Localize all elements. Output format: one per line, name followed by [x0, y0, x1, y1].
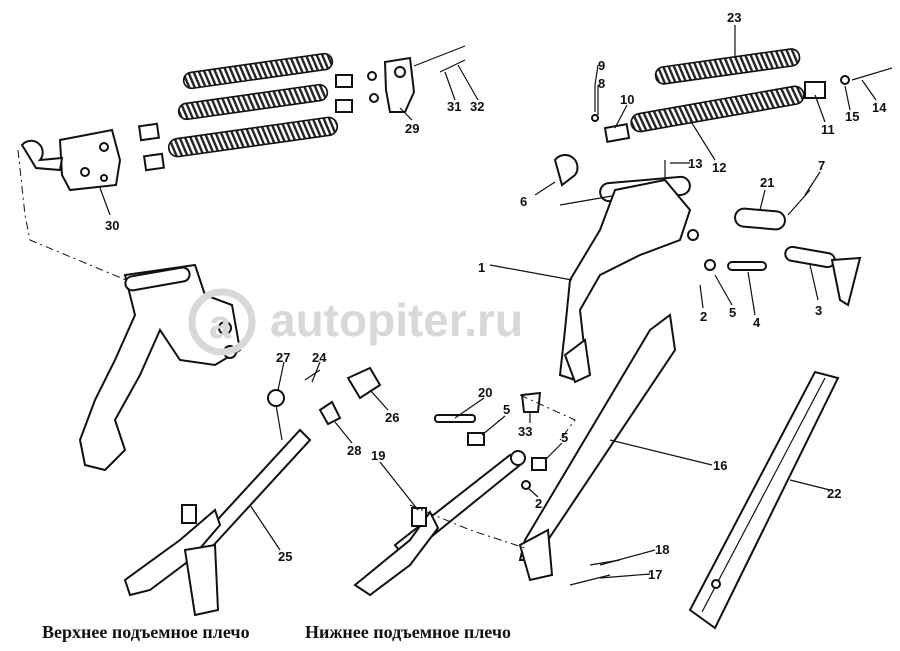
upper-springs-assembly: [20, 45, 466, 192]
callout-31: 31: [447, 99, 461, 114]
callout-5: 5: [729, 305, 736, 320]
callout-8: 8: [598, 76, 605, 91]
callout-29: 29: [405, 121, 419, 136]
leader-lines: [99, 25, 877, 579]
watermark-logo-letter: a: [209, 303, 232, 347]
callout-19: 19: [371, 448, 385, 463]
callout-7: 7: [818, 158, 825, 173]
callout-25: 25: [278, 549, 292, 564]
upper-lift-arm-right: [553, 48, 893, 384]
callout-18: 18: [655, 542, 669, 557]
callout-22: 22: [827, 486, 841, 501]
callout-2b: 2: [535, 496, 542, 511]
callout-30: 30: [105, 218, 119, 233]
callout-2: 2: [700, 309, 707, 324]
callout-10: 10: [620, 92, 634, 107]
callout-32: 32: [470, 99, 484, 114]
callout-20: 20: [478, 385, 492, 400]
callout-9: 9: [598, 58, 605, 73]
callout-13: 13: [688, 156, 702, 171]
callout-3: 3: [815, 303, 822, 318]
callout-6: 6: [520, 194, 527, 209]
callout-5c: 5: [561, 430, 568, 445]
callout-11: 11: [821, 122, 835, 137]
watermark-text: autopiter.ru: [270, 294, 523, 346]
watermark: a autopiter.ru: [188, 288, 523, 356]
callout-23: 23: [727, 10, 741, 25]
callout-28: 28: [347, 443, 361, 458]
callout-21: 21: [760, 175, 774, 190]
bracket-29: [383, 56, 416, 113]
caption-lower-lift-arm: Нижнее подъемное плечо: [305, 622, 511, 642]
caption-upper-lift-arm: Верхнее подъемное плечо: [42, 622, 250, 642]
plate-30: [58, 128, 122, 192]
rail-22: [688, 370, 840, 630]
callout-labels: 23 9 8 10 12 11 15 14 13 6 21 7 1 2 5 4 …: [105, 10, 887, 582]
callout-33: 33: [518, 424, 532, 439]
upper-lift-lever-25: [123, 366, 382, 617]
callout-16: 16: [713, 458, 727, 473]
callout-24: 24: [312, 350, 327, 365]
callout-4: 4: [753, 315, 761, 330]
callout-1: 1: [478, 260, 485, 275]
callout-12: 12: [712, 160, 726, 175]
callout-27: 27: [276, 350, 290, 365]
callout-15: 15: [845, 109, 859, 124]
callout-14: 14: [872, 100, 887, 115]
link-rod-16: [518, 313, 677, 586]
callout-5b: 5: [503, 402, 510, 417]
callout-26: 26: [385, 410, 399, 425]
callout-17: 17: [648, 567, 662, 582]
